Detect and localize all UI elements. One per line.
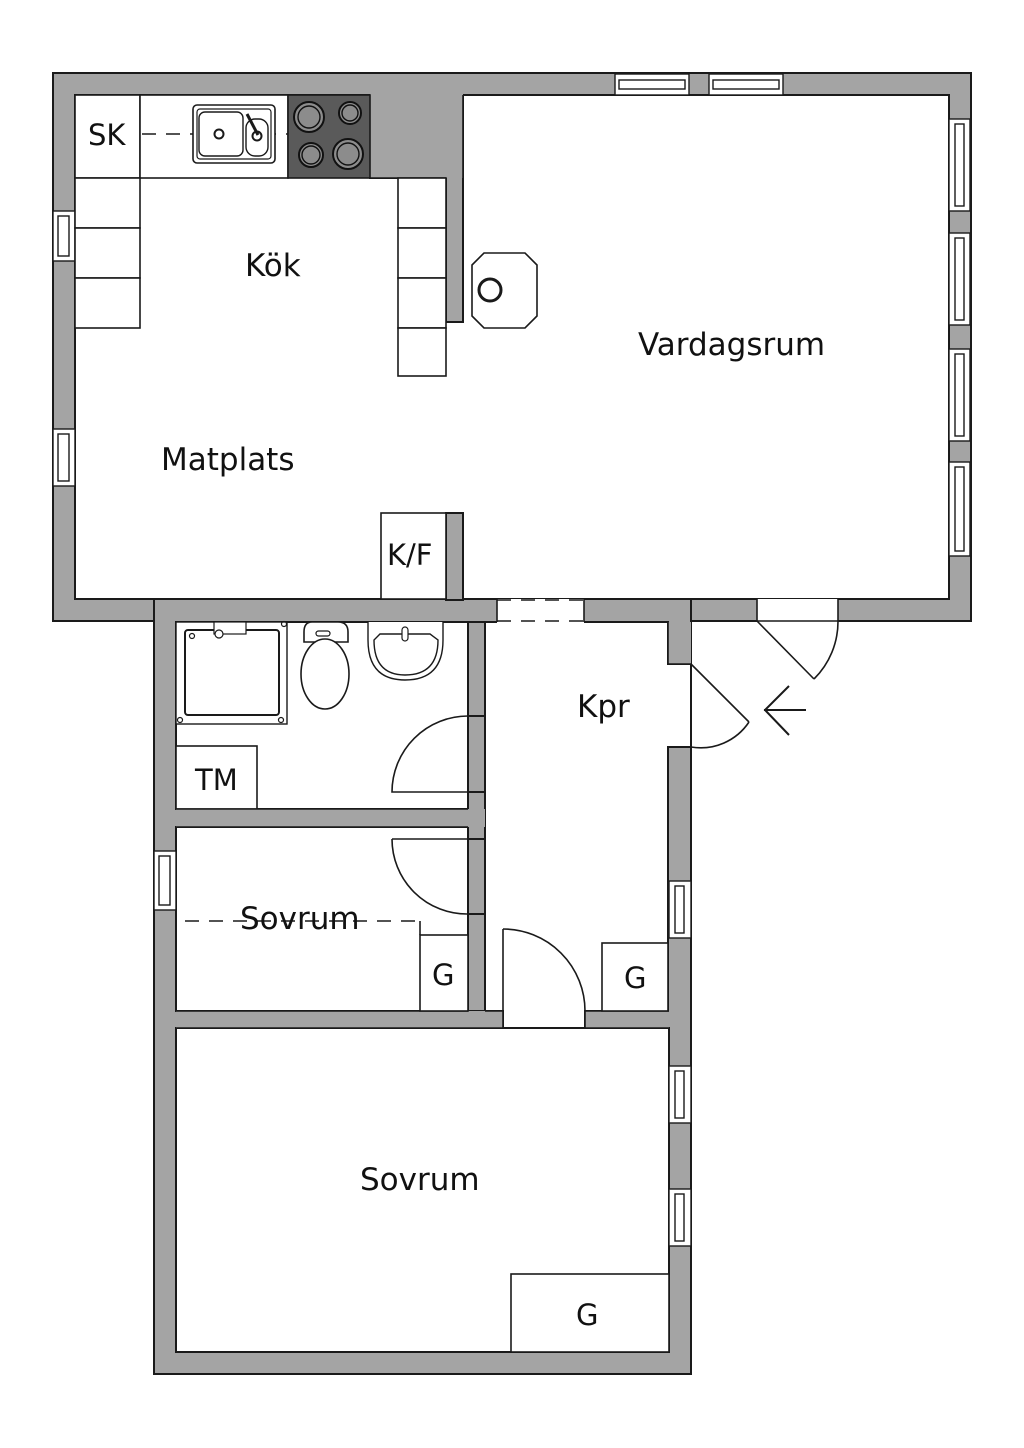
window-right-bedroom-1	[668, 1065, 692, 1124]
window-right-4	[948, 461, 971, 557]
interior-walls	[176, 621, 691, 1029]
toilet-icon	[300, 621, 350, 710]
window-top-2	[708, 73, 784, 96]
label-hall: Kpr	[577, 689, 630, 725]
label-kitchen: Kök	[245, 248, 301, 284]
label-sk: SK	[88, 118, 126, 152]
window-right-bedroom-2	[668, 1188, 692, 1247]
label-living-room: Vardagsrum	[638, 327, 825, 363]
window-top-1	[614, 73, 690, 96]
label-washer: TM	[194, 763, 238, 797]
label-wardrobe-hall: G	[624, 961, 646, 995]
sink-icon	[192, 104, 276, 164]
walls	[52, 72, 972, 1375]
doors	[391, 620, 839, 1012]
label-small-bedroom: Sovrum	[240, 901, 360, 937]
window-left-small-bedroom	[153, 850, 177, 911]
stove-icon	[287, 94, 371, 179]
shower-icon	[175, 620, 288, 725]
kitchen-counter	[74, 94, 447, 377]
label-dining: Matplats	[161, 442, 295, 478]
label-wardrobe-small-bedroom: G	[432, 958, 454, 992]
fridge-freezer	[380, 512, 447, 600]
wardrobes	[185, 920, 670, 1353]
washbasin-icon	[367, 622, 444, 681]
label-fridge-freezer: K/F	[387, 538, 432, 572]
label-large-bedroom: Sovrum	[360, 1162, 480, 1198]
fireplace-icon	[471, 252, 538, 329]
window-right-2	[948, 232, 971, 326]
washer	[175, 745, 258, 810]
entrance-arrow-icon	[763, 685, 806, 736]
window-right-1	[948, 118, 971, 212]
window-right-hall	[668, 880, 692, 939]
window-left-kitchen	[52, 210, 76, 262]
window-left-dining	[52, 428, 76, 487]
window-right-3	[948, 348, 971, 442]
windows	[52, 73, 971, 1247]
label-wardrobe-large-bedroom: G	[576, 1298, 598, 1332]
